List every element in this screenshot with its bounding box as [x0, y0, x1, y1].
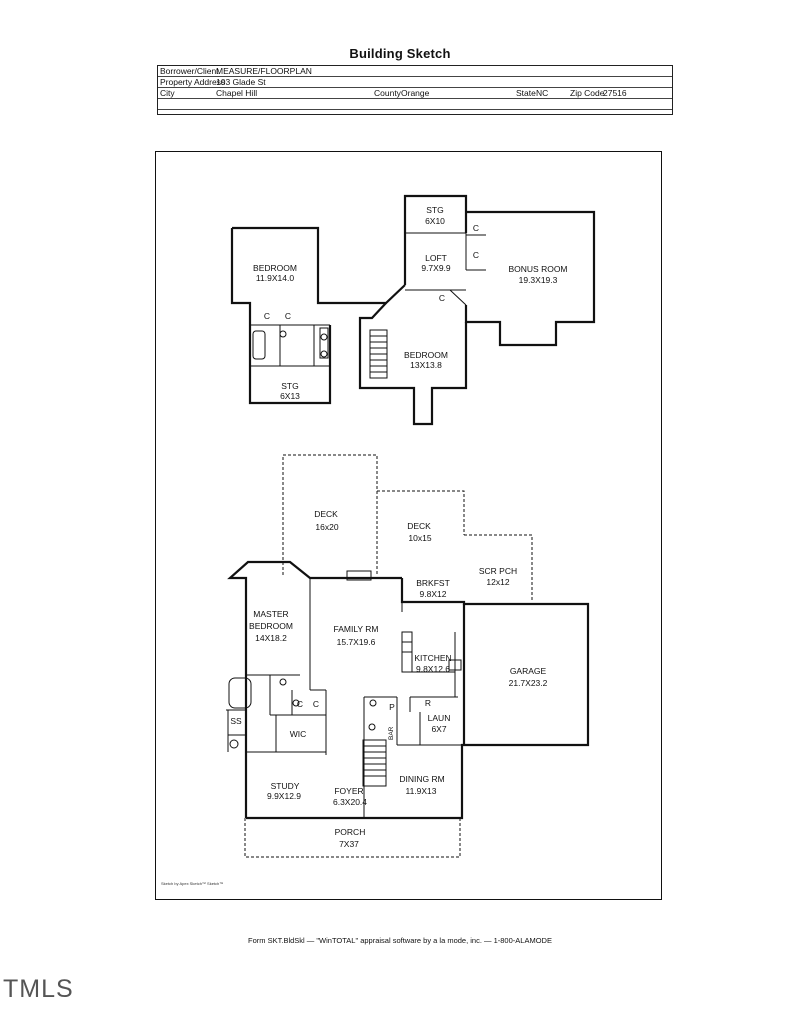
laun-size: 6X7 — [431, 724, 446, 734]
bedroom-right-walls — [358, 302, 468, 426]
closet-label: C — [473, 223, 479, 233]
dining-room-name: DINING RM — [399, 774, 444, 784]
bonus-room-size: 19.3X19.3 — [519, 275, 558, 285]
zip-label: Zip Code — [570, 88, 605, 98]
borrower-label: Borrower/Client — [160, 66, 219, 76]
garage-name: GARAGE — [510, 666, 547, 676]
laun-name: LAUN — [428, 713, 451, 723]
scr-pch-name: SCR PCH — [479, 566, 517, 576]
ss-label: SS — [230, 716, 242, 726]
bedroom-right-name: BEDROOM — [404, 350, 448, 360]
state-value: NC — [536, 88, 549, 98]
blank-row — [158, 99, 672, 110]
closet-label: C — [297, 699, 303, 709]
kitchen-name: KITCHEN — [414, 653, 451, 663]
closet-label: C — [439, 293, 445, 303]
closet-label: C — [313, 699, 319, 709]
bonus-room-name: BONUS ROOM — [508, 264, 567, 274]
upper-bedroom-left-walls — [230, 228, 332, 405]
loft-name: LOFT — [425, 253, 447, 263]
bar-label: BAR — [388, 726, 395, 740]
wic-name: WIC — [290, 729, 307, 739]
deck-right-outline — [377, 490, 465, 535]
porch-outline — [244, 818, 461, 858]
brkfst-name: BRKFST — [416, 578, 450, 588]
deck-left-name: DECK — [314, 509, 338, 519]
refrigerator-label: R — [425, 698, 431, 708]
stg-bottom-name: STG — [281, 381, 298, 391]
bedroom-left-name: BEDROOM — [253, 263, 297, 273]
stg-bottom-size: 6X13 — [280, 391, 300, 401]
property-address-label: Property Address — [160, 77, 226, 87]
loft-size: 9.7X9.9 — [421, 263, 451, 273]
closet-label: C — [285, 311, 291, 321]
county-label: County — [374, 88, 401, 98]
study-name: STUDY — [271, 781, 300, 791]
pantry-label: P — [389, 702, 395, 712]
master-name-1: MASTER — [253, 609, 288, 619]
state-label: State — [516, 88, 536, 98]
city-label: City — [160, 88, 175, 98]
deck-right-name: DECK — [407, 521, 431, 531]
foyer-name: FOYER — [334, 786, 363, 796]
dining-room-size: 11.9X13 — [405, 786, 436, 796]
borrower-row: Borrower/Client MEASURE/FLOORPLAN — [158, 66, 672, 77]
stg-top-size: 6X10 — [425, 216, 445, 226]
scr-pch-size: 12x12 — [486, 577, 509, 587]
sketch-frame — [155, 151, 662, 900]
scr-pch-outline — [464, 534, 533, 602]
family-room-size: 15.7X19.6 — [337, 637, 376, 647]
tmls-watermark: TMLS — [3, 975, 74, 1003]
bedroom-left-size: 11.9X14.0 — [256, 273, 294, 283]
deck-left-outline — [282, 454, 378, 575]
stg-top-name: STG — [426, 205, 443, 215]
brkfst-size: 9.8X12 — [420, 589, 447, 599]
family-room-name: FAMILY RM — [333, 624, 378, 634]
fireplace — [346, 570, 372, 581]
property-address-value: 103 Glade St — [216, 77, 266, 87]
bonus-room-walls — [464, 210, 596, 347]
city-row: City Chapel Hill County Orange State NC … — [158, 88, 672, 99]
garage-size: 21.7X23.2 — [509, 678, 548, 688]
kitchen-size: 9.8X12.6 — [416, 664, 450, 674]
study-size: 9.9X12.9 — [267, 791, 301, 801]
deck-right-size: 10x15 — [408, 533, 431, 543]
city-value: Chapel Hill — [216, 88, 258, 98]
main-perimeter — [246, 578, 590, 820]
master-name-2: BEDROOM — [249, 621, 293, 631]
property-address-row: Property Address 103 Glade St — [158, 77, 672, 88]
property-info-table: Borrower/Client MEASURE/FLOORPLAN Proper… — [157, 65, 673, 115]
master-size: 14X18.2 — [255, 633, 287, 643]
county-value: Orange — [401, 88, 430, 98]
deck-left-size: 16x20 — [315, 522, 338, 532]
porch-size: 7X37 — [339, 839, 359, 849]
borrower-value: MEASURE/FLOORPLAN — [216, 66, 312, 76]
upper-left-wall — [232, 226, 406, 305]
bedroom-right-size: 13X13.8 — [410, 360, 442, 370]
sketch-credit: Sketch by Apex Sketch™ Sketch™ — [161, 881, 224, 886]
closet-label: C — [264, 311, 270, 321]
document-title: Building Sketch — [349, 46, 451, 61]
zip-value: 27516 — [603, 88, 627, 98]
closet-label: C — [473, 250, 479, 260]
form-footer: Form SKT.BldSkl — "WinTOTAL" appraisal s… — [248, 936, 552, 945]
porch-name: PORCH — [335, 827, 366, 837]
foyer-size: 6.3X20.4 — [333, 797, 367, 807]
